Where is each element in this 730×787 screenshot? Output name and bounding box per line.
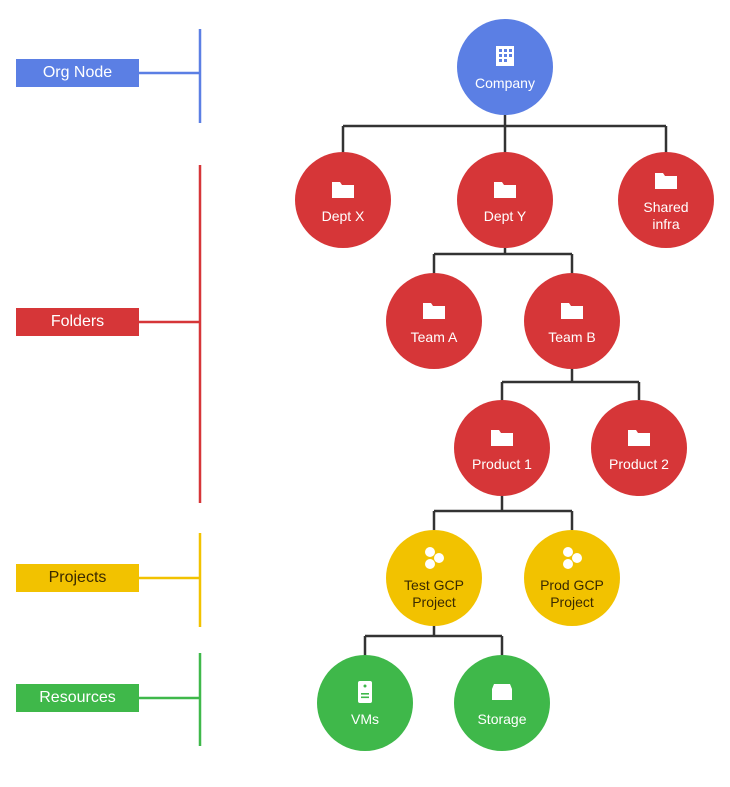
node-dept-x: Dept X — [295, 152, 391, 248]
node-label: Dept Y — [483, 207, 527, 224]
node-company: Company — [457, 19, 553, 115]
node-label: Team B — [548, 328, 596, 345]
node-label: VMs — [351, 710, 379, 727]
legend-org-node: Org Node — [16, 59, 139, 87]
folder-icon — [561, 302, 583, 319]
node-label: Shared infra — [643, 199, 689, 232]
tree-connectors — [341, 110, 668, 656]
project-icon — [425, 547, 444, 569]
building-icon — [496, 45, 514, 66]
node-dept-y: Dept Y — [457, 152, 553, 248]
legend-folders: Folders — [16, 308, 139, 336]
legend-brackets — [139, 29, 202, 746]
server-icon — [358, 680, 372, 703]
node-test-gcp-project: Test GCP Project — [386, 530, 482, 626]
folder-icon — [491, 429, 513, 446]
node-label: Test GCP Project — [404, 577, 464, 610]
folder-icon — [494, 181, 516, 198]
node-team-b: Team B — [524, 273, 620, 369]
project-icon — [563, 547, 582, 569]
folder-icon — [423, 302, 445, 319]
folder-icon — [332, 181, 354, 198]
node-label: Storage — [477, 710, 527, 727]
node-storage: Storage — [454, 655, 550, 751]
node-product-2: Product 2 — [591, 400, 687, 496]
node-label: Company — [475, 74, 535, 91]
node-label: Product 2 — [609, 455, 669, 472]
node-team-a: Team A — [386, 273, 482, 369]
node-label: Prod GCP Project — [540, 577, 604, 610]
node-label: Product 1 — [472, 455, 532, 472]
legend-projects: Projects — [16, 564, 139, 592]
node-prod-gcp-project: Prod GCP Project — [524, 530, 620, 626]
folder-icon — [628, 429, 650, 446]
folder-icon — [655, 173, 677, 189]
node-vms: VMs — [317, 655, 413, 751]
node-label: Dept X — [321, 207, 365, 224]
node-shared-infra: Shared infra — [618, 152, 714, 248]
node-label: Team A — [410, 328, 458, 345]
node-product-1: Product 1 — [454, 400, 550, 496]
legend-resources: Resources — [16, 684, 139, 712]
storage-icon — [492, 683, 512, 700]
